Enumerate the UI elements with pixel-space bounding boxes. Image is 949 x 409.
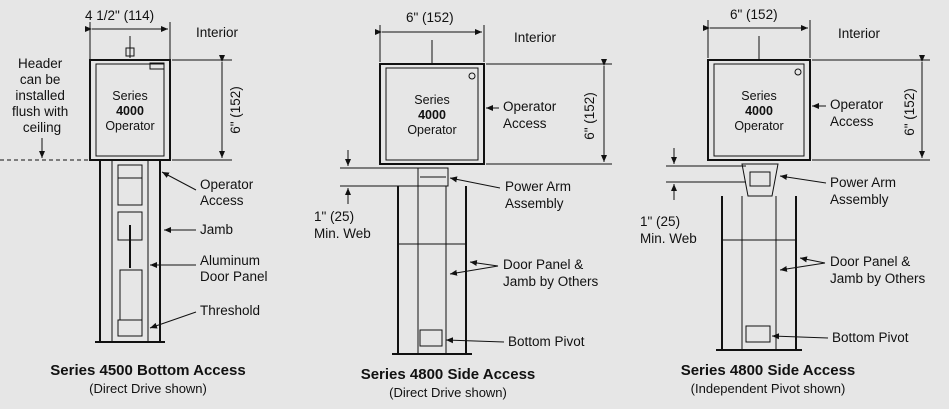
operator-access-line-2: Access bbox=[503, 116, 547, 131]
door-panel-line-1: Door Panel & bbox=[503, 257, 583, 272]
height-label: 6" (152) bbox=[902, 88, 917, 136]
caption-4800-pivot: Series 4800 Side Access bbox=[681, 362, 856, 379]
threshold-leader bbox=[149, 311, 197, 329]
power-arm-callout: Power Arm Assembly bbox=[505, 179, 575, 211]
header-note-line-5: ceiling bbox=[23, 120, 61, 135]
power-arm-leader bbox=[449, 176, 501, 189]
subcaption-4500: (Direct Drive shown) bbox=[89, 381, 207, 396]
jamb-callout: Jamb bbox=[200, 222, 233, 237]
diagram-4800-direct: 6" (152) Interior Series 4000 Operator 6… bbox=[314, 10, 612, 400]
caption-4800-direct: Series 4800 Side Access bbox=[361, 366, 536, 383]
housing-clip bbox=[149, 62, 165, 70]
operator-word: Operator bbox=[734, 119, 783, 133]
operator-housing bbox=[707, 59, 811, 161]
door-panel-leader-2 bbox=[449, 265, 499, 276]
threshold-block bbox=[117, 319, 143, 337]
operator-access-line-2: Access bbox=[830, 114, 874, 129]
bottom-pivot bbox=[419, 329, 443, 347]
operator-access-callout: Operator Access bbox=[830, 97, 887, 129]
operator-model: 4000 bbox=[418, 108, 446, 122]
width-label: 4 1/2" (114) bbox=[85, 8, 154, 23]
interior-label: Interior bbox=[838, 26, 881, 41]
web-line-2: Min. Web bbox=[314, 226, 371, 241]
door-panel-callout: Aluminum Door Panel bbox=[200, 253, 268, 284]
web-callout: 1" (25) Min. Web bbox=[640, 214, 697, 246]
header-note: Header can be installed flush with ceili… bbox=[12, 56, 72, 135]
power-arm-leader bbox=[779, 174, 827, 184]
door-panel-section bbox=[119, 269, 143, 321]
web-line-2: Min. Web bbox=[640, 231, 697, 246]
header-note-line-4: flush with bbox=[12, 104, 68, 119]
subcaption-4800-direct: (Direct Drive shown) bbox=[389, 385, 507, 400]
operator-housing-inner bbox=[95, 63, 165, 157]
height-label: 6" (152) bbox=[228, 86, 243, 134]
bottom-pivot-callout: Bottom Pivot bbox=[832, 330, 909, 345]
door-panel-line-2: Jamb by Others bbox=[830, 271, 926, 286]
operator-series: Series bbox=[414, 93, 449, 107]
height-label: 6" (152) bbox=[582, 92, 597, 140]
header-note-line-2: can be bbox=[20, 72, 61, 87]
power-arm-callout: Power Arm Assembly bbox=[830, 175, 900, 207]
operator-housing bbox=[89, 59, 171, 161]
web-callout: 1" (25) Min. Web bbox=[314, 209, 371, 241]
bottom-pivot-leader bbox=[771, 333, 829, 340]
operator-access-line-1: Operator bbox=[503, 99, 557, 114]
operator-access-line-1: Operator bbox=[830, 97, 884, 112]
subcaption-4800-pivot: (Independent Pivot shown) bbox=[691, 381, 846, 396]
operator-access-callout: Operator Access bbox=[503, 99, 560, 131]
operator-access-line-2: Access bbox=[200, 193, 244, 208]
door-panel-line-1: Door Panel & bbox=[830, 254, 910, 269]
housing-screw bbox=[794, 68, 802, 76]
power-arm-inner bbox=[749, 171, 771, 187]
operator-word: Operator bbox=[407, 123, 456, 137]
power-arm-line-1: Power Arm bbox=[830, 175, 896, 190]
door-panel-callout: Door Panel & Jamb by Others bbox=[830, 254, 926, 286]
power-arm-line-1: Power Arm bbox=[505, 179, 571, 194]
door-panel-line-2: Door Panel bbox=[200, 269, 268, 284]
power-arm bbox=[417, 167, 449, 187]
width-label: 6" (152) bbox=[406, 10, 454, 25]
width-label: 6" (152) bbox=[730, 7, 778, 22]
door-panel-leader-1 bbox=[799, 256, 826, 264]
access-panel bbox=[117, 164, 143, 206]
interior-label: Interior bbox=[514, 30, 557, 45]
web-line-1: 1" (25) bbox=[314, 209, 354, 224]
operator-access-leader bbox=[161, 171, 197, 191]
operator-housing-inner bbox=[385, 67, 479, 161]
caption-4500: Series 4500 Bottom Access bbox=[50, 362, 245, 379]
web-line-1: 1" (25) bbox=[640, 214, 680, 229]
header-note-line-1: Header bbox=[18, 56, 63, 71]
diagram-4500: 4 1/2" (114) Interior Series 4000 Operat… bbox=[0, 8, 268, 396]
door-panel-line-2: Jamb by Others bbox=[503, 274, 599, 289]
power-arm bbox=[741, 163, 779, 197]
operator-housing-inner bbox=[713, 63, 805, 157]
housing-screw bbox=[468, 72, 476, 80]
operator-series: Series bbox=[741, 89, 776, 103]
operator-access-line-1: Operator bbox=[200, 177, 254, 192]
power-arm-line-2: Assembly bbox=[505, 196, 564, 211]
operator-model: 4000 bbox=[116, 104, 144, 118]
threshold-callout: Threshold bbox=[200, 303, 260, 318]
door-panel-line-1: Aluminum bbox=[200, 253, 260, 268]
bottom-pivot-leader bbox=[445, 337, 505, 344]
operator-model: 4000 bbox=[745, 104, 773, 118]
door-panel-leader-1 bbox=[469, 260, 499, 267]
operator-series: Series bbox=[112, 89, 147, 103]
header-note-line-3: installed bbox=[15, 88, 65, 103]
door-panel-leader-2 bbox=[779, 262, 826, 272]
bottom-pivot-callout: Bottom Pivot bbox=[508, 334, 585, 349]
header-bolt bbox=[125, 47, 135, 57]
interior-label: Interior bbox=[196, 25, 239, 40]
diagram-4800-pivot: 6" (152) Interior Series 4000 Operator 6… bbox=[640, 7, 930, 396]
operator-access-callout: Operator Access bbox=[200, 177, 257, 208]
operator-housing bbox=[379, 63, 485, 165]
operator-word: Operator bbox=[105, 119, 154, 133]
door-panel-callout: Door Panel & Jamb by Others bbox=[503, 257, 599, 289]
power-arm-line-2: Assembly bbox=[830, 192, 889, 207]
bottom-pivot bbox=[745, 325, 771, 343]
